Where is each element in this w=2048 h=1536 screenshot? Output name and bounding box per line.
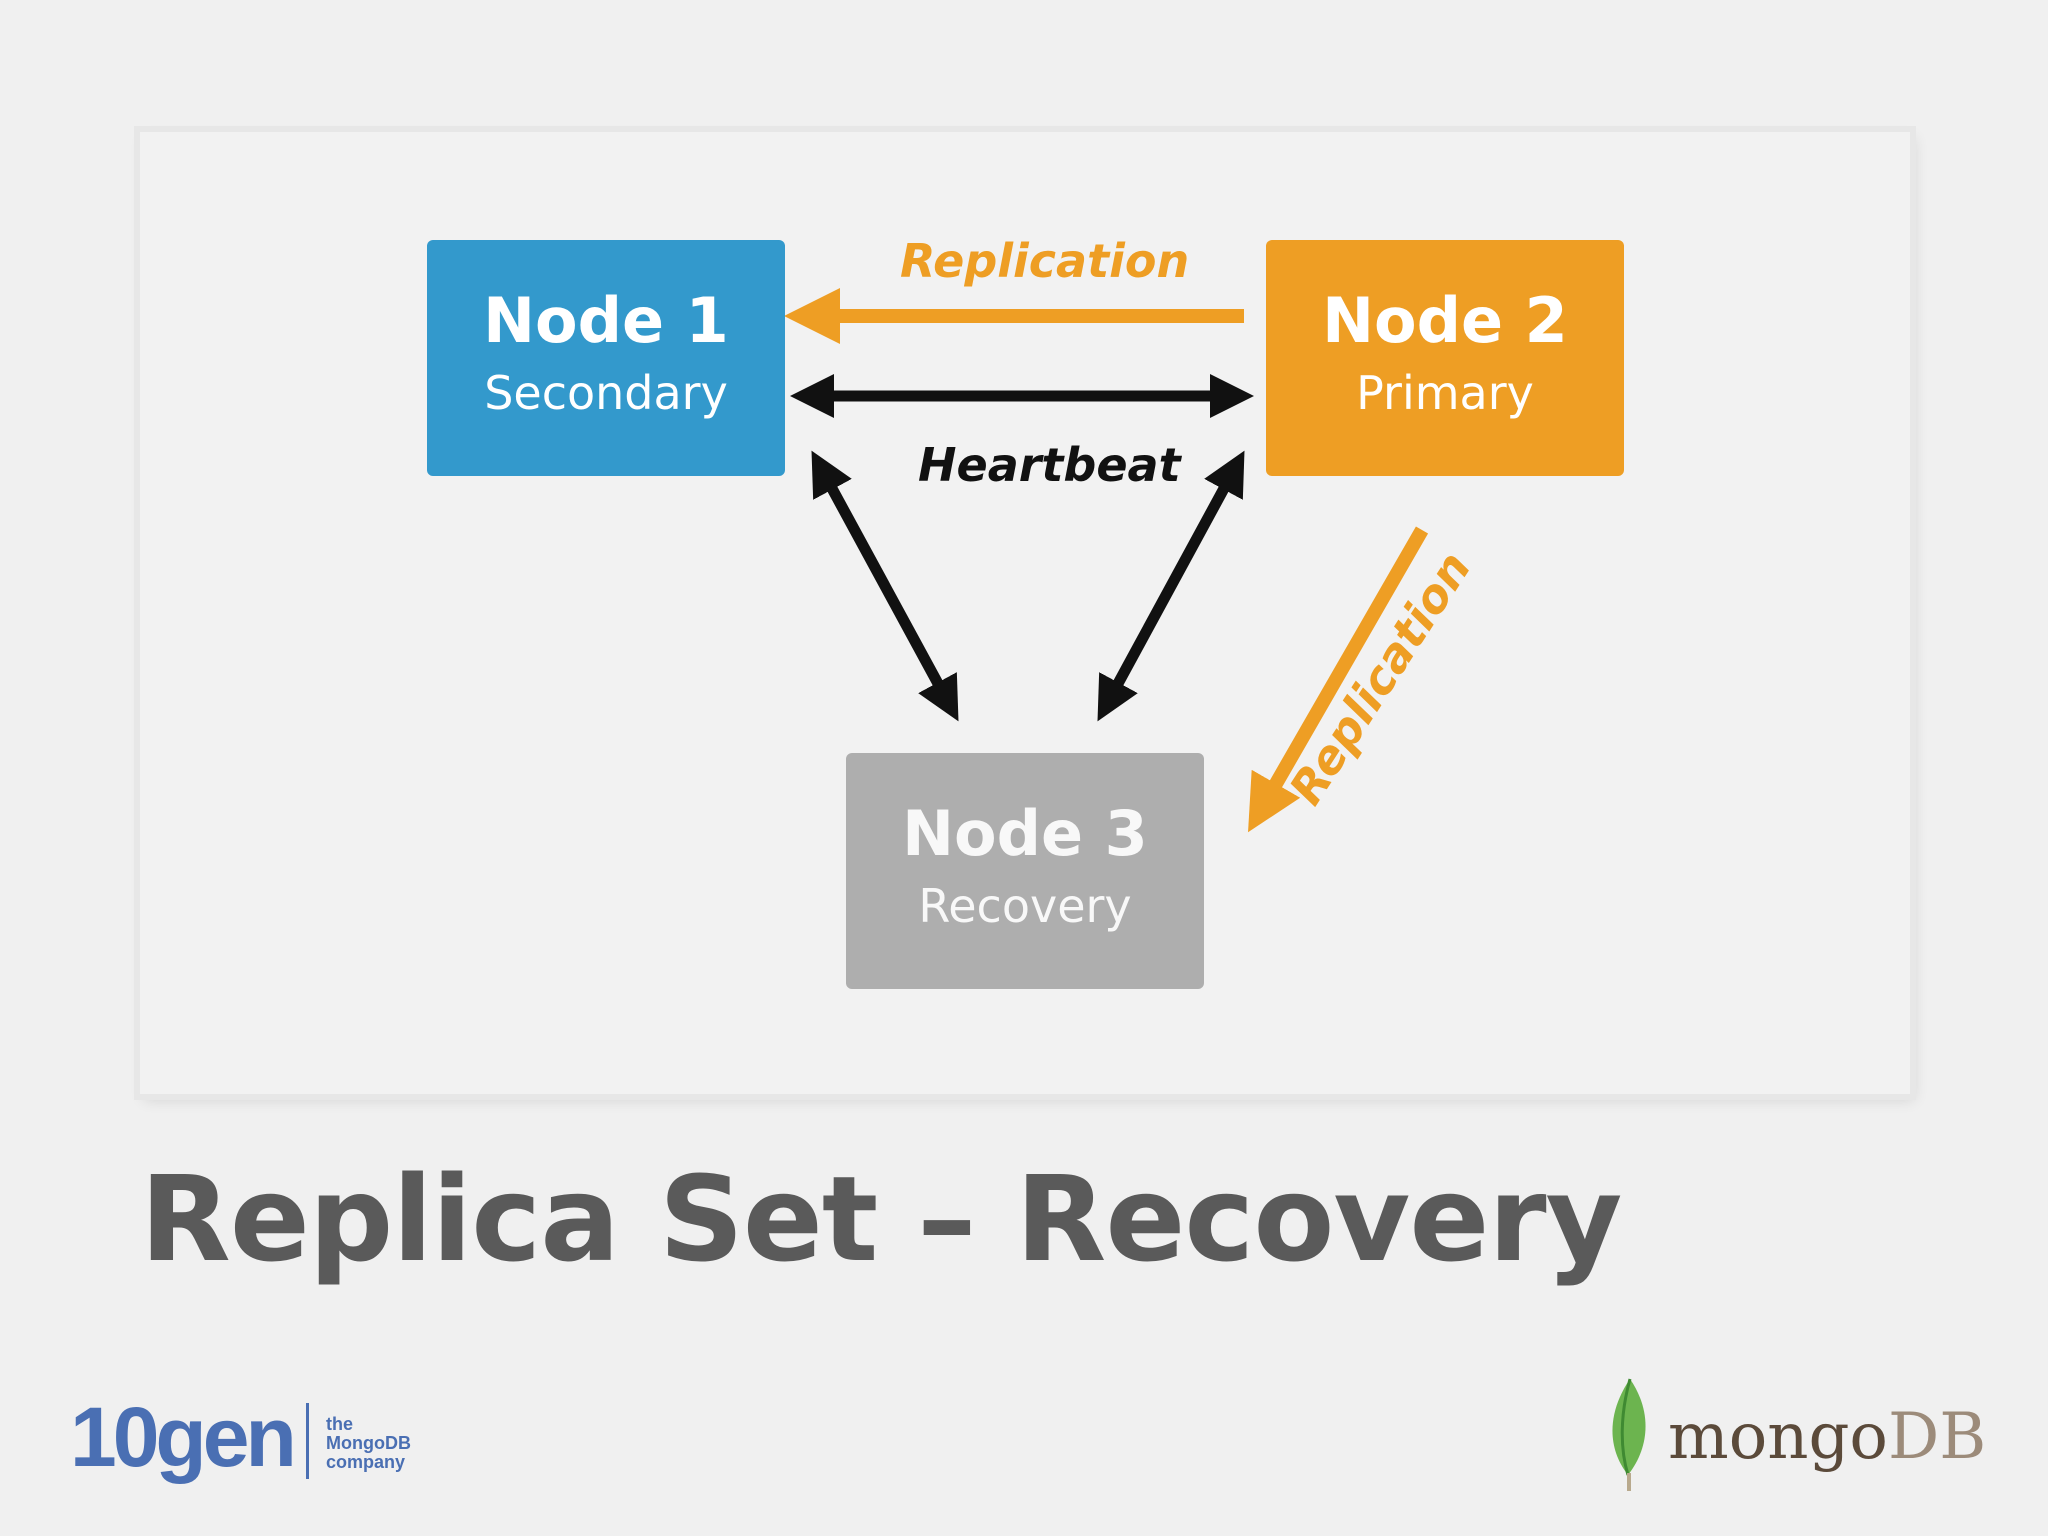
- slide-title: Replica Set – Recovery: [140, 1150, 1622, 1288]
- replication-label-top: Replication: [900, 234, 1190, 288]
- replication-arrow-diag: [1248, 526, 1429, 833]
- heartbeat-arrow-left: [811, 450, 959, 722]
- mongodb-leaf-icon: [1612, 1378, 1646, 1491]
- tengen-wordmark: 10gen: [70, 1390, 297, 1484]
- node-title: Node 1: [483, 284, 729, 357]
- mongodb-logo: mongoDB: [1600, 1375, 1986, 1495]
- tengen-tagline-line: the: [326, 1414, 353, 1434]
- mongodb-word-part: mongo: [1668, 1400, 1888, 1474]
- node-2-box: Node 2 Primary: [1266, 240, 1624, 476]
- tengen-tagline-line: company: [326, 1452, 406, 1472]
- tengen-tagline: the MongoDB company: [326, 1415, 411, 1472]
- mongodb-wordmark: mongoDB: [1668, 1405, 1986, 1469]
- tengen-divider: [306, 1403, 309, 1479]
- node-role: Recovery: [918, 879, 1132, 933]
- node-1-box: Node 1 Secondary: [427, 240, 785, 476]
- node-role: Secondary: [484, 366, 728, 420]
- node-title: Node 3: [902, 797, 1148, 870]
- node-title: Node 2: [1322, 284, 1568, 357]
- node-role: Primary: [1356, 366, 1534, 420]
- node-3-box: Node 3 Recovery: [846, 753, 1204, 989]
- heartbeat-arrow-right: [1097, 450, 1245, 722]
- heartbeat-label: Heartbeat: [918, 438, 1181, 492]
- mongodb-word-part: DB: [1887, 1400, 1987, 1474]
- tengen-tagline-line: MongoDB: [326, 1433, 411, 1453]
